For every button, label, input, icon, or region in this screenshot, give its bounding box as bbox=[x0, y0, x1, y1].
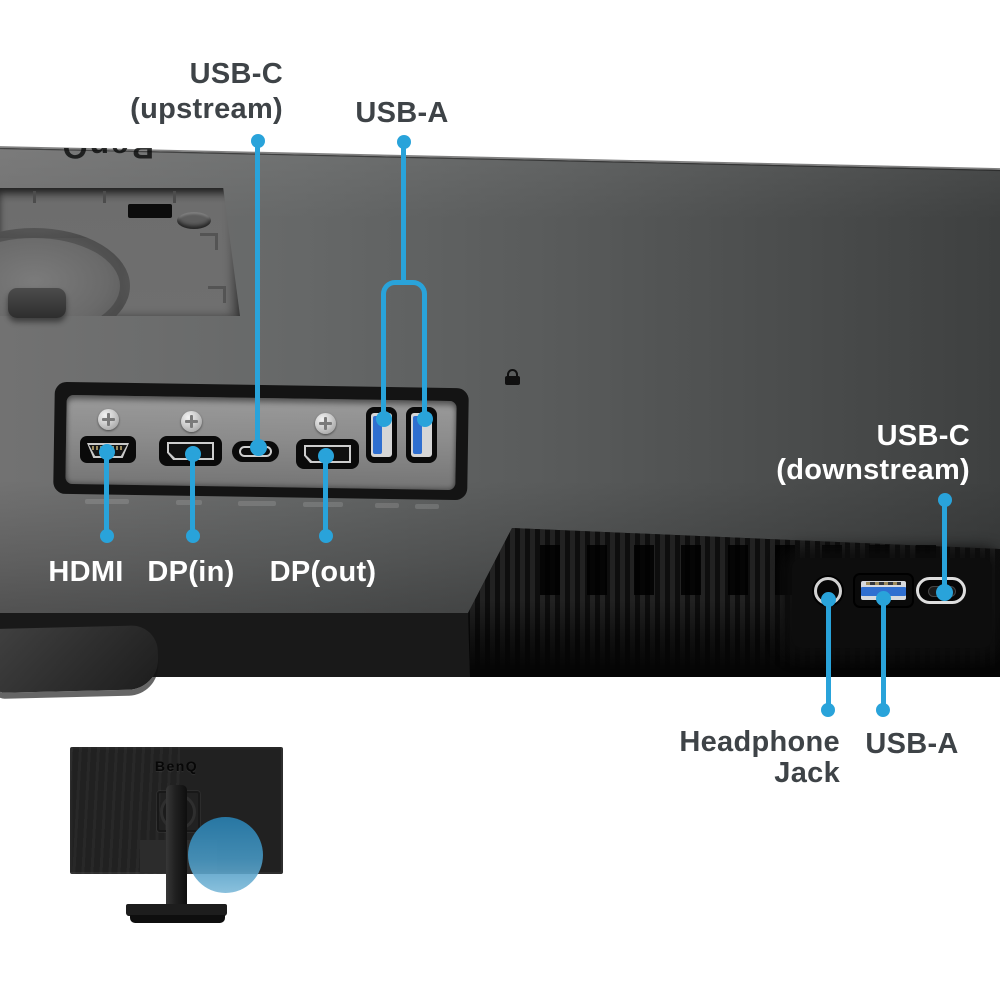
label-usbc-upstream-line2: (upstream) bbox=[130, 93, 283, 125]
label-hdmi: HDMI bbox=[48, 556, 124, 588]
inset-highlight-circle bbox=[188, 817, 263, 893]
stand-base-edge bbox=[0, 624, 159, 694]
recess-slot-hole bbox=[128, 204, 172, 218]
callout-bracket-usba bbox=[381, 280, 427, 420]
callout-dot bbox=[319, 529, 333, 543]
embossed-port-marking bbox=[415, 504, 439, 509]
usb-a-port-1-tab bbox=[373, 416, 382, 454]
label-usbc-downstream: USB-C (downstream) bbox=[700, 419, 970, 487]
callout-dot bbox=[417, 411, 433, 427]
inset-benq-logo: BenQ bbox=[154, 758, 199, 774]
callout-dot bbox=[186, 529, 200, 543]
recess-bracket-mark bbox=[208, 286, 226, 303]
vesa-mount-recess bbox=[0, 188, 240, 316]
inset-stand-base bbox=[126, 904, 227, 916]
kensington-lock-icon bbox=[505, 369, 520, 385]
inset-stand-column bbox=[166, 785, 187, 907]
callout-line-usbc-upstream bbox=[255, 141, 260, 447]
release-button bbox=[177, 212, 211, 229]
inset-stand-base-lip bbox=[130, 915, 225, 923]
callout-dot bbox=[936, 584, 953, 601]
recess-bracket-mark bbox=[200, 233, 218, 250]
usb-a-side-port-pins bbox=[866, 582, 901, 585]
label-usbc-upstream-line1: USB-C bbox=[189, 58, 283, 90]
label-usba-bottom: USB-A bbox=[865, 728, 959, 760]
label-headphone-jack: Headphone Jack bbox=[600, 727, 840, 789]
cable-hook-bump bbox=[8, 288, 66, 318]
callout-line-hdmi bbox=[104, 451, 109, 538]
embossed-port-marking bbox=[176, 500, 202, 505]
benq-logo-partial: BenQ bbox=[4, 148, 154, 163]
screw bbox=[181, 411, 202, 432]
label-headphone-line1: Headphone bbox=[679, 726, 840, 758]
callout-dot bbox=[100, 529, 114, 543]
benq-logo-partial-text: BenQ bbox=[4, 148, 154, 163]
callout-line-usba-top bbox=[401, 142, 406, 285]
callout-dot bbox=[876, 591, 891, 606]
label-usba-top: USB-A bbox=[355, 97, 449, 129]
embossed-port-marking bbox=[238, 501, 276, 506]
label-dp-in: DP(in) bbox=[147, 556, 235, 588]
callout-dot bbox=[876, 703, 890, 717]
callout-dot bbox=[821, 592, 836, 607]
label-headphone-line2: Jack bbox=[774, 757, 840, 789]
label-usbc-upstream: USB-C (upstream) bbox=[33, 57, 283, 127]
callout-dot bbox=[376, 411, 392, 427]
callout-line-dp-in bbox=[190, 453, 195, 538]
callout-line-usba-bottom bbox=[881, 599, 886, 710]
screw bbox=[315, 413, 336, 434]
usb-a-port-2-tab bbox=[413, 416, 422, 454]
embossed-port-marking bbox=[375, 503, 399, 508]
label-dp-out: DP(out) bbox=[269, 556, 377, 588]
callout-line-usbc-downstream bbox=[942, 500, 947, 592]
label-usbc-downstream-line1: USB-C bbox=[876, 420, 970, 452]
callout-dot bbox=[821, 703, 835, 717]
callout-line-headphone bbox=[826, 600, 831, 710]
label-usbc-downstream-line2: (downstream) bbox=[776, 454, 970, 486]
recess-tick bbox=[33, 191, 36, 203]
recess-tick bbox=[173, 191, 176, 203]
callout-dot bbox=[250, 439, 267, 456]
screw bbox=[98, 409, 119, 430]
recess-tick bbox=[103, 191, 106, 203]
callout-line-dp-out bbox=[323, 455, 328, 538]
